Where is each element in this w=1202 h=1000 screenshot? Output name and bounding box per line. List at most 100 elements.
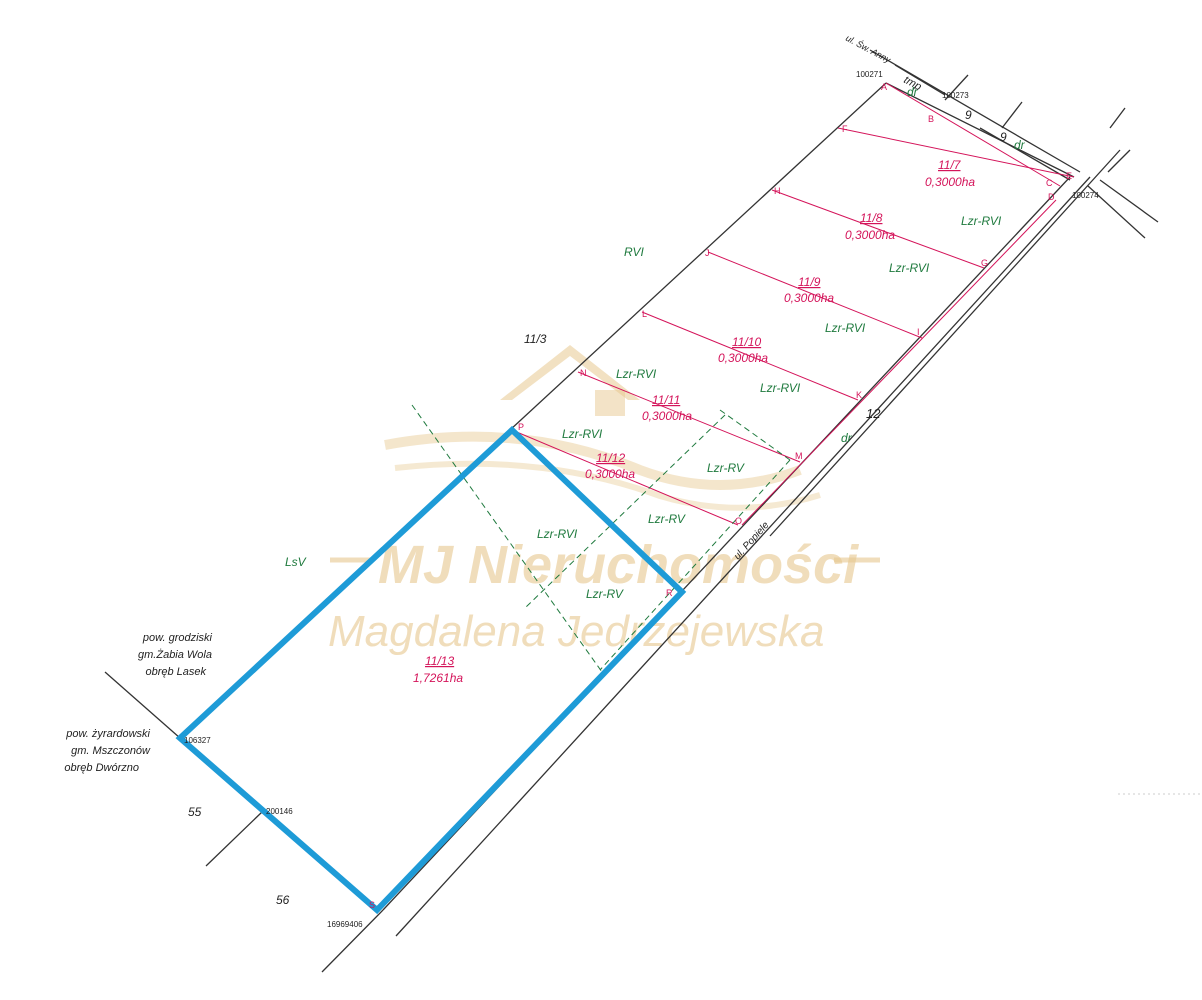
point-100273: 100273 [942, 91, 969, 100]
parcel-label-11-10[interactable]: 11/10 0,3000ha [718, 335, 768, 365]
line-p-o [511, 429, 739, 526]
admin-upper: pow. grodziski gm.Żabia Wola obręb Lasek [138, 632, 213, 678]
road-line-d [321, 909, 384, 973]
line-l-k [641, 311, 859, 401]
dashed-lines [411, 404, 791, 673]
node-i: I [917, 327, 920, 337]
watermark-line1: MJ Nieruchomości [378, 535, 859, 595]
landuse-lzr-rvi-6: Lzr-RVI [562, 427, 603, 441]
admin-lower-line1: pow. żyrardowski [65, 728, 150, 740]
watermark-swoosh-icon [384, 431, 802, 490]
dash-4 [599, 459, 791, 671]
parcel-id: 11/12 [596, 451, 625, 465]
parcel-id: 11/7 [938, 158, 962, 172]
node-m: M [795, 451, 803, 461]
node-d: D [1048, 192, 1055, 202]
watermark-line2: Magdalena Jedrzejewska [328, 607, 825, 656]
road-line-b [395, 176, 1091, 937]
label-9-b: 9 [1000, 130, 1007, 144]
node-e: E [1066, 171, 1072, 181]
label-dr-1: dr [907, 85, 919, 99]
east-road-2 [1099, 179, 1159, 223]
label-dr-2: dr [1014, 138, 1026, 152]
parcel-area: 0,3000ha [718, 351, 768, 365]
parcel-label-11-9[interactable]: 11/9 0,3000ha [784, 275, 834, 305]
line-n-m [577, 371, 801, 463]
neighbour-56: 56 [276, 893, 290, 907]
landuse-lzr-rvi-7: Lzr-RVI [537, 527, 578, 541]
parcel-id: 11/10 [732, 335, 761, 349]
admin-upper-line1: pow. grodziski [142, 632, 213, 644]
road-line-c [769, 149, 1121, 537]
road-lines [104, 49, 1159, 973]
sw-anny-line-3 [979, 127, 1071, 181]
landuse-lzr-rvi-3: Lzr-RVI [825, 321, 866, 335]
node-a: A [881, 82, 887, 92]
admin-upper-line3: obręb Lasek [145, 666, 206, 678]
point-100271: 100271 [856, 70, 883, 79]
east-road-3 [1107, 149, 1131, 173]
north-parcel-edge [885, 82, 1061, 187]
parcel-lines [511, 82, 1075, 526]
node-r: R [666, 588, 673, 598]
line-h-g [771, 189, 985, 269]
landuse-lzr-rvi-2: Lzr-RVI [889, 261, 930, 275]
parcel-id: 11/11 [652, 393, 680, 407]
point-106327: 106327 [184, 736, 211, 745]
admin-upper-line2: gm.Żabia Wola [138, 649, 212, 661]
east-parcel-edge [741, 199, 1057, 526]
parcel-area: 1,7261ha [413, 671, 463, 685]
street-sw-anny: ul. Św. Anny [844, 32, 893, 65]
node-h: H [774, 186, 781, 196]
tick-2 [1001, 101, 1023, 129]
label-dr-3: dr [841, 431, 853, 445]
parcel-id: 11/13 [425, 654, 454, 668]
tick-3 [1109, 107, 1126, 129]
node-f: F [842, 124, 848, 134]
neighbour-55: 55 [188, 805, 202, 819]
dash-3 [524, 414, 726, 609]
parcel-label-11-13[interactable]: 11/13 1,7261ha [413, 654, 463, 685]
label-9-a: 9 [965, 108, 972, 122]
watermark-window-icon [595, 390, 625, 416]
parcel-area: 0,3000ha [784, 291, 834, 305]
parcel-label-11-12[interactable]: 11/12 0,3000ha [585, 451, 635, 481]
parcel-area: 0,3000ha [642, 409, 692, 423]
parcel-label-11-8[interactable]: 11/8 0,3000ha [845, 211, 895, 242]
watermark-house-icon [500, 345, 640, 400]
node-c: C [1046, 178, 1053, 188]
sw-anny-line-2 [894, 64, 946, 96]
node-k: K [856, 390, 862, 400]
node-n: N [580, 368, 587, 378]
node-j: J [705, 248, 710, 258]
dash-1 [411, 404, 603, 673]
parcel-label-11-11[interactable]: 11/11 0,3000ha [642, 393, 692, 423]
admin-lower-line2: gm. Mszczonów [71, 745, 151, 757]
parcel-area: 0,3000ha [925, 175, 975, 189]
node-b: B [928, 114, 934, 124]
landuse-lzr-rv-3: Lzr-RV [586, 587, 624, 601]
point-200146: 200146 [266, 807, 293, 816]
node-g: G [981, 258, 988, 268]
node-o: O [735, 516, 742, 526]
node-l: L [642, 309, 647, 319]
west-boundary-line [509, 82, 887, 431]
node-s: S [369, 900, 375, 910]
landuse-lsv: LsV [285, 555, 307, 569]
parcel-id: 11/8 [860, 211, 883, 225]
cross-line-56 [205, 811, 263, 867]
parcel-area: 0,3000ha [845, 228, 895, 242]
parcel-11-13-outline[interactable] [175, 425, 687, 915]
landuse-lzr-rvi-5: Lzr-RVI [616, 367, 657, 381]
point-100274: 100274 [1072, 191, 1099, 200]
node-p: P [518, 422, 524, 432]
neighbour-11-3: 11/3 [524, 332, 547, 346]
tick-1 [944, 74, 969, 101]
line-f-e [837, 127, 1075, 178]
label-12: 12 [866, 406, 881, 421]
line-j-i [707, 251, 923, 339]
landuse-lzr-rv-2: Lzr-RV [648, 512, 686, 526]
parcel-label-11-7[interactable]: 11/7 0,3000ha [925, 158, 975, 189]
landuse-lzr-rvi-1: Lzr-RVI [961, 214, 1002, 228]
